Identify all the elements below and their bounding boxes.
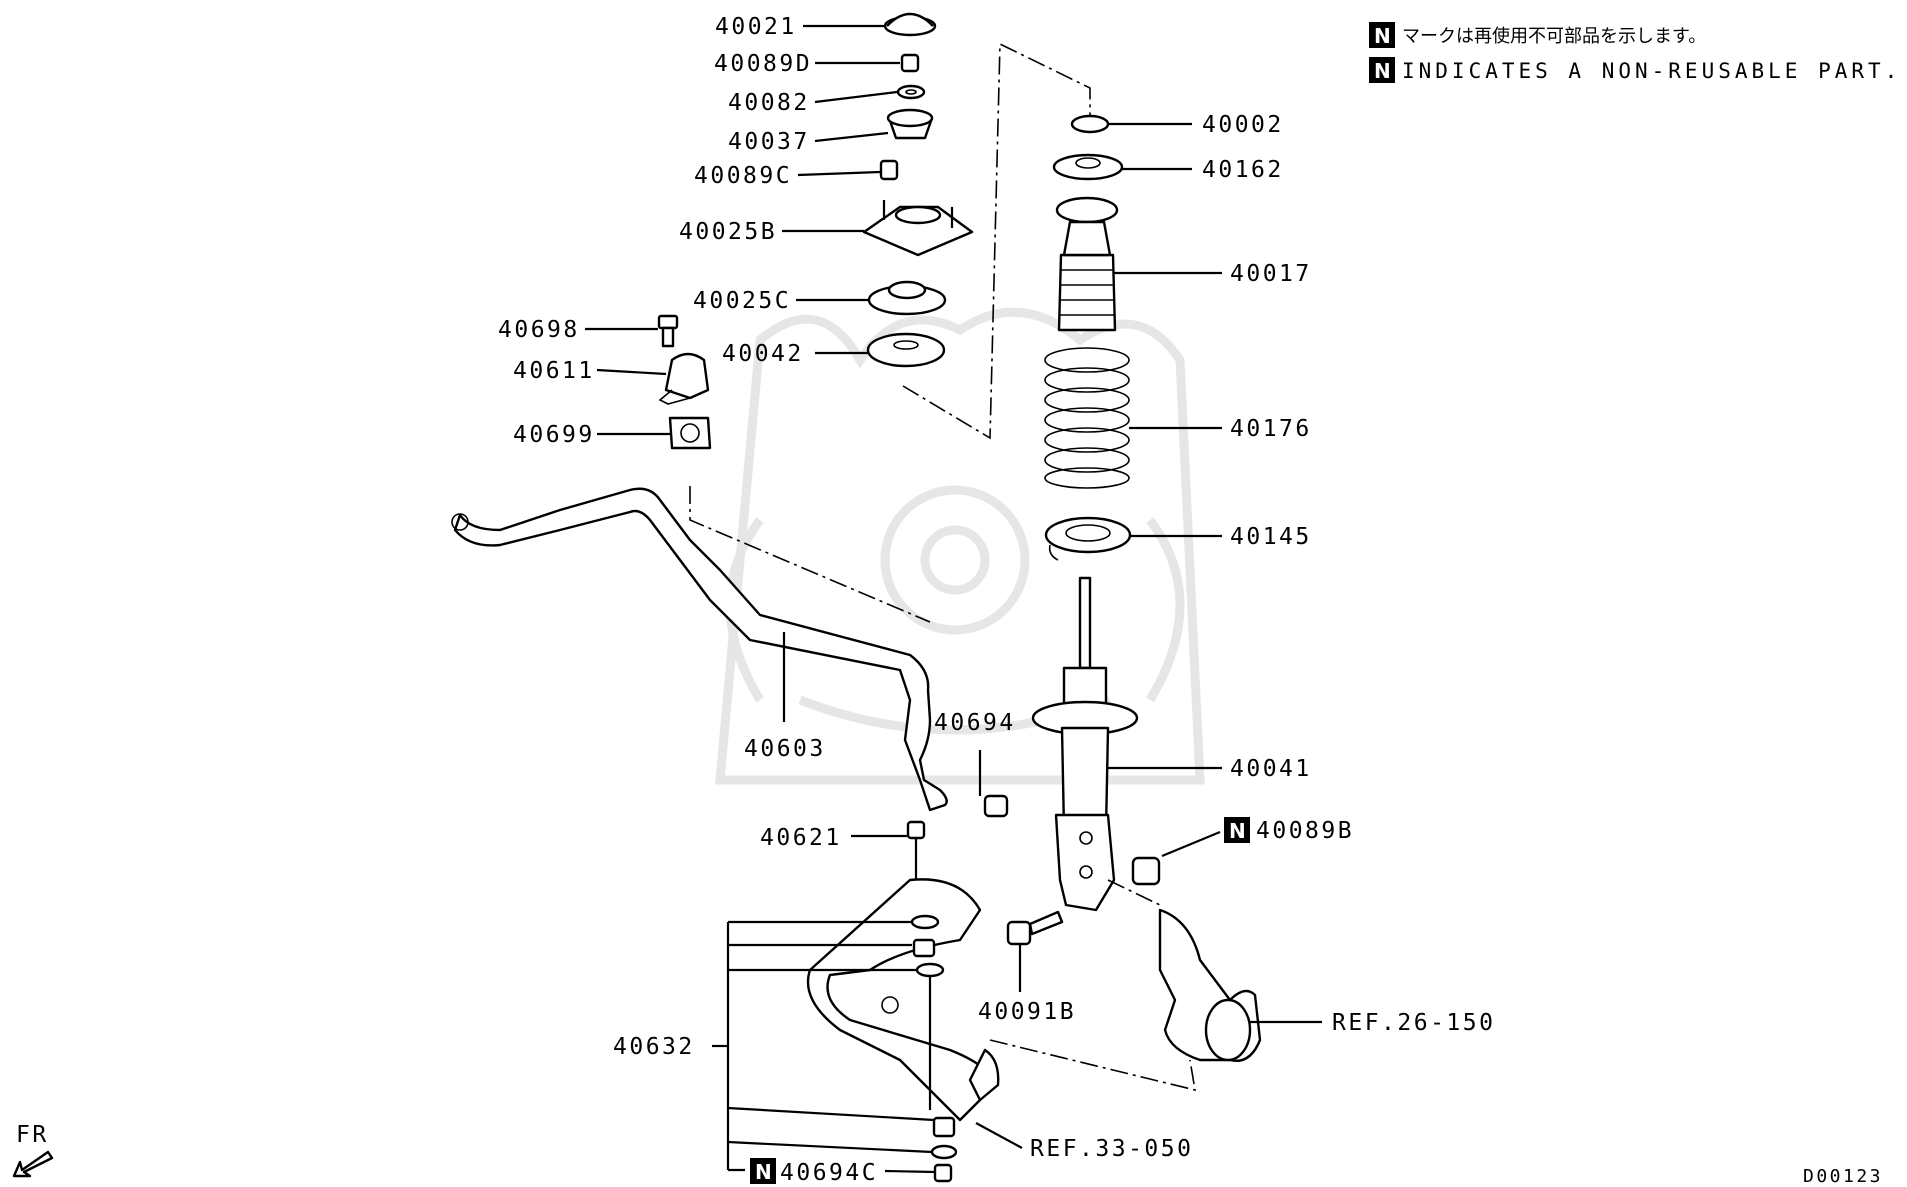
fr-label: FR — [16, 1122, 49, 1148]
assembly-line-mount — [902, 42, 1091, 440]
label-40699: 40699 — [513, 422, 595, 448]
front-direction-arrow: FR — [12, 1122, 54, 1178]
part-40176-coil-spring — [1044, 347, 1130, 489]
watermark-emblem — [715, 307, 1205, 785]
label-40025C: 40025C — [693, 288, 791, 314]
part-40021-cap — [883, 12, 937, 37]
label-40698: 40698 — [498, 317, 580, 343]
label-40694C: 40694C — [780, 1160, 878, 1186]
legend-text-en: INDICATES A NON-REUSABLE PART. — [1402, 59, 1901, 83]
label-40082: 40082 — [728, 90, 810, 116]
assembly-line-bar — [689, 486, 931, 623]
lower-arm — [806, 878, 1000, 1122]
part-40611-bracket — [658, 352, 710, 405]
assembly-line-knuckle — [1107, 879, 1161, 906]
part-40042-seat — [866, 332, 946, 368]
leader-lines — [585, 24, 1322, 1174]
label-40694: 40694 — [934, 710, 1016, 736]
part-40089D-nut — [900, 53, 920, 73]
label-40042: 40042 — [722, 341, 804, 367]
label-40621: 40621 — [760, 825, 842, 851]
legend-marker-1: N — [1374, 24, 1391, 48]
label-40632: 40632 — [613, 1034, 695, 1060]
label-40037: 40037 — [728, 129, 810, 155]
label-40145: 40145 — [1230, 524, 1312, 550]
legend-note-en: N INDICATES A NON-REUSABLE PART. — [1369, 57, 1901, 83]
label-ref-26-150: REF.26-150 — [1332, 1010, 1495, 1036]
label-ref-33-050: REF.33-050 — [1030, 1136, 1193, 1162]
label-40091B: 40091B — [978, 999, 1076, 1025]
part-40025B-mount — [862, 200, 974, 257]
label-40017: 40017 — [1230, 261, 1312, 287]
part-40699-bush — [668, 416, 712, 450]
label-40611: 40611 — [513, 358, 595, 384]
label-40041: 40041 — [1230, 756, 1312, 782]
part-40017-boot — [1055, 196, 1119, 332]
part-40037-bushing — [886, 108, 934, 140]
label-40089D: 40089D — [714, 51, 812, 77]
label-40025B: 40025B — [679, 219, 777, 245]
part-40089B-nut — [1131, 856, 1161, 886]
part-40089C-nut — [879, 159, 899, 181]
part-40698-bolt — [657, 314, 679, 348]
label-40176: 40176 — [1230, 416, 1312, 442]
label-40089C: 40089C — [694, 163, 792, 189]
legend-note-jp: N マークは再使用不可部品を示します。 — [1369, 22, 1706, 48]
legend-marker-2: N — [1374, 59, 1391, 83]
assembly-line-arm — [989, 1039, 1196, 1092]
part-40603-stabilizer-bar — [451, 487, 948, 812]
knuckle — [1158, 908, 1262, 1062]
part-40082-washer — [896, 84, 926, 100]
label-40603: 40603 — [744, 736, 826, 762]
part-40041-strut — [1031, 576, 1139, 912]
part-40025C-mount — [867, 280, 947, 316]
label-40021: 40021 — [715, 14, 797, 40]
label-40002: 40002 — [1202, 112, 1284, 138]
part-40002-washer — [1070, 114, 1110, 134]
non-reusable-marker-40694C: N — [755, 1160, 772, 1184]
non-reusable-marker-40089B: N — [1229, 819, 1246, 843]
label-40089B: 40089B — [1256, 818, 1354, 844]
diagram-code: D00123 — [1803, 1166, 1883, 1187]
part-40091B-bolt — [1006, 910, 1064, 946]
part-40145-pad — [1044, 516, 1132, 561]
label-40162: 40162 — [1202, 157, 1284, 183]
legend-text-jp: マークは再使用不可部品を示します。 — [1402, 26, 1706, 47]
part-40694-nut — [983, 794, 1009, 818]
part-40162-seat — [1052, 153, 1124, 181]
label-40089B-group: N 40089B — [1224, 817, 1354, 844]
label-40694C-group: N 40694C — [750, 1158, 878, 1186]
